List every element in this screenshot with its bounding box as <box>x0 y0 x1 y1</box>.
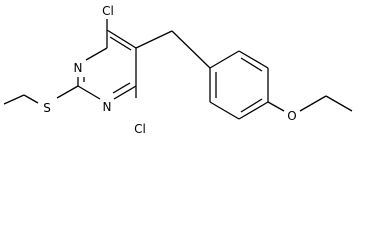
bond-c4-c5-inner <box>109 36 132 51</box>
substituent-bonds <box>3 19 211 105</box>
atom-labels: Cl Cl N N S O <box>43 4 297 136</box>
bond-c6-n1-inner <box>112 82 131 94</box>
atom-o: O <box>287 109 296 123</box>
bond-n3-c4 <box>85 47 108 61</box>
bond-b2-b3-inner <box>240 57 263 72</box>
bond-s-methyl <box>23 94 39 104</box>
atom-n-lower: N <box>103 100 112 114</box>
structural-formula: Cl Cl N N S O <box>3 4 353 136</box>
atom-cl-bottom: Cl <box>134 122 146 136</box>
bond-ch2-ch3 <box>325 95 353 112</box>
bond-b1-b2 <box>209 50 240 69</box>
atom-n-upper: N <box>74 61 83 75</box>
bond-o-ch2 <box>299 95 327 112</box>
ethoxy-group <box>267 95 353 112</box>
bond-c2-s <box>56 85 79 99</box>
bond-ch2-aryl <box>171 30 211 69</box>
bond-c5-ch2 <box>135 30 173 49</box>
bond-b4-b5 <box>238 101 269 120</box>
pyrimidine-ring <box>77 29 137 100</box>
bond-c6-n1 <box>113 85 137 100</box>
benzene-ring <box>209 50 269 120</box>
bond-b2-b3 <box>238 50 269 69</box>
atom-cl-top: Cl <box>102 4 114 18</box>
bond-methyl-end <box>3 94 25 105</box>
bond-aryl-o <box>267 101 285 112</box>
bond-c4-c5 <box>106 29 137 49</box>
bond-b5-b6 <box>209 101 240 120</box>
bond-b4-b5-inner <box>240 98 263 113</box>
atom-s: S <box>43 101 51 115</box>
bond-n1-c2 <box>77 85 101 100</box>
